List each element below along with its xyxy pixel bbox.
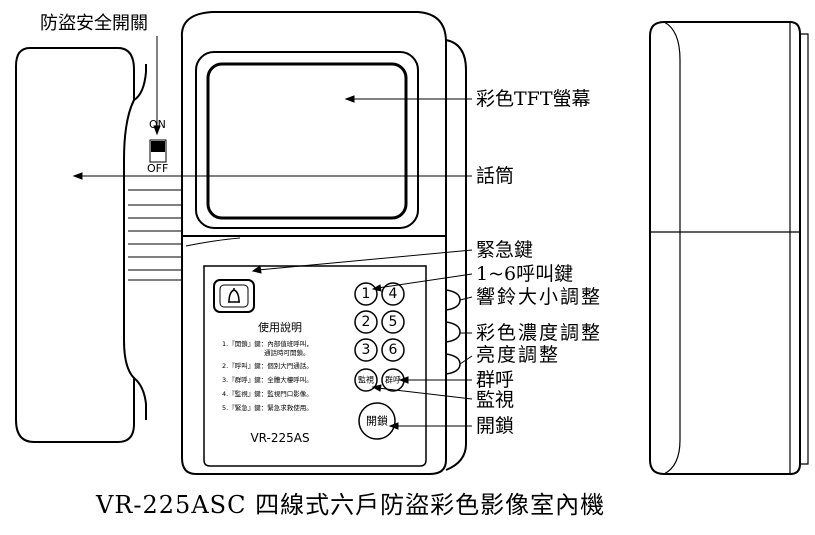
key-1-label: 1 (362, 286, 371, 302)
key-1[interactable] (354, 282, 378, 306)
key-3[interactable] (354, 338, 378, 362)
tft-screen (195, 51, 419, 229)
emergency-key-callout: 緊急鍵 (476, 239, 534, 261)
instruction-line: 3.『群呼』鍵：全體大樓呼叫。 (222, 375, 313, 384)
key-6[interactable] (381, 338, 405, 362)
unlock-callout: 開鎖 (476, 415, 515, 437)
monitor-callout: 監視 (476, 389, 515, 411)
key-5[interactable] (381, 310, 405, 334)
handset-callout: 話筒 (476, 165, 515, 187)
instructions-title: 使用說明 (258, 320, 302, 334)
monitor-key-label: 監視 (358, 375, 374, 385)
key-3-label: 3 (362, 342, 371, 358)
key-2[interactable] (354, 310, 378, 334)
brightness-callout: 亮度調整 (476, 344, 561, 366)
screen-callout: 彩色TFT螢幕 (476, 88, 591, 110)
key-4-label: 4 (389, 286, 398, 302)
security-switch-label: 防盜安全開關 (40, 13, 148, 34)
handset (15, 47, 135, 443)
monitor-button[interactable] (354, 368, 378, 392)
group-call-callout: 群呼 (476, 369, 515, 391)
instruction-line: 4.『監視』鍵：監視門口影像。 (222, 389, 313, 398)
ring-volume-callout: 響鈴大小調整 (476, 286, 603, 308)
key-6-label: 6 (389, 342, 398, 358)
instruction-line: 5.『緊急』鍵：緊急求救使用。 (222, 403, 313, 412)
unlock-key-label: 開鎖 (366, 414, 388, 428)
intercom-body (180, 11, 447, 475)
key-2-label: 2 (362, 314, 371, 330)
key-5-label: 5 (389, 314, 398, 330)
call-keys-callout: 1~6呼叫鍵 (476, 263, 574, 285)
instruction-line: 通話時可開鎖。 (264, 348, 310, 357)
switch-off-label: OFF (147, 162, 169, 175)
bell-icon (228, 288, 240, 303)
instruction-line: 1.『開鎖』鍵：內部值班呼叫， (222, 339, 313, 348)
figure-caption: VR-225ASC 四線式六戶防盜彩色影像室內機 (96, 491, 606, 519)
model-label: VR-225AS (250, 431, 309, 445)
instruction-line: 2.『呼叫』鍵：個別大門通話。 (222, 361, 313, 370)
side-profile (649, 21, 801, 475)
unlock-button[interactable] (358, 402, 396, 440)
group-key-label: 群呼 (385, 375, 401, 385)
switch-on-label: ON (149, 118, 166, 131)
key-4[interactable] (381, 282, 405, 306)
color-density-callout: 彩色濃度調整 (476, 322, 603, 344)
emergency-button[interactable] (213, 279, 255, 313)
